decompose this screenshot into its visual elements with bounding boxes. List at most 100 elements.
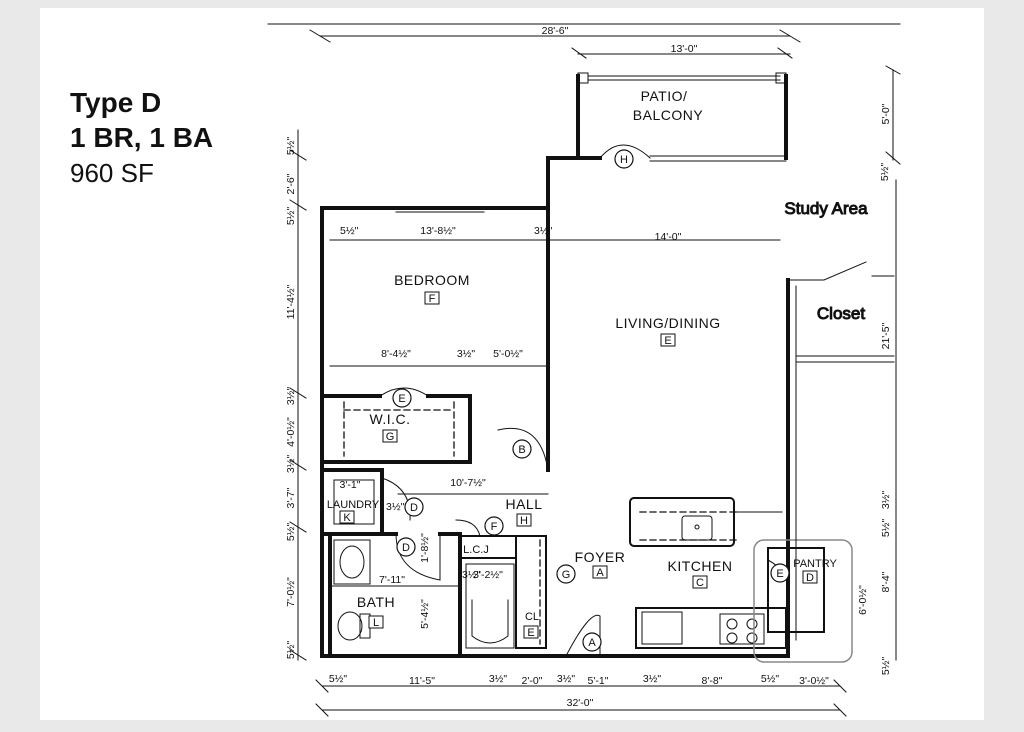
kitchen-label: KITCHEN: [668, 558, 733, 574]
dim-bath-1-8: 1'-8½": [419, 533, 431, 563]
dim-laundry-width: 3'-1": [340, 479, 361, 491]
laundry: 3'-1" 3½" LAUNDRY K D: [320, 468, 424, 532]
dim-bottom-6: 5'-1": [588, 675, 609, 687]
door-tag-lcj: F: [491, 521, 498, 533]
dim-left-5-2b: 5½": [285, 523, 297, 542]
foyer: FOYER A G A: [556, 549, 626, 657]
hall-key: H: [520, 515, 528, 527]
dim-bath-3-2: 3½": [462, 569, 481, 581]
bedroom-door: [497, 427, 549, 471]
bedroom: BEDROOM F 8'-4½" 3½" 5'-0½": [329, 272, 549, 367]
lcj-label: L.C.J: [463, 544, 489, 556]
dim-bath-width: 7'-11": [379, 574, 405, 586]
dim-bed-width: 13'-8½": [420, 225, 456, 237]
dim-left-top-small: 5½": [285, 137, 297, 156]
dim-tub-width: 3'-2½": [473, 569, 503, 581]
door-tag-bedroom: B: [518, 444, 525, 456]
door-tag-bath: D: [402, 542, 410, 554]
dim-overall-top: 28'-6": [542, 25, 569, 37]
patio-balcony: PATIO/ BALCONY H: [546, 72, 788, 169]
wic-key: G: [386, 431, 395, 443]
wic-label: W.I.C.: [369, 411, 410, 427]
unit-area: 960 SF: [70, 158, 154, 188]
coat-closet: CL E: [515, 535, 547, 649]
pantry: E PANTRY D: [753, 539, 853, 663]
unit-title-block: Type D 1 BR, 1 BA 960 SF: [70, 86, 213, 190]
dim-patio-depth: 5'-0": [880, 103, 892, 124]
dim-bottom-4: 2'-0": [522, 675, 543, 687]
dim-bath-depth: 5'-4½": [419, 599, 431, 629]
dim-hall-width: 10'-7½": [450, 477, 486, 489]
dim-bath-height: 7'-0½": [285, 577, 297, 607]
dim-bed-height: 11'-4½": [285, 284, 297, 319]
dim-left-3-2a: 3½": [285, 387, 297, 406]
walk-in-closet: E W.I.C. G: [320, 387, 472, 464]
laundry-label: LAUNDRY: [327, 499, 380, 511]
foyer-label: FOYER: [575, 549, 626, 565]
dim-living-width: 14'-0": [655, 231, 682, 243]
dim-patio-width: 13'-0": [671, 43, 698, 55]
dim-bottom-8: 8'-8": [702, 675, 723, 687]
dim-overall-bottom: 32'-0": [567, 697, 594, 709]
kitchen: KITCHEN C: [629, 497, 787, 649]
dim-right-3-2: 3½": [880, 491, 892, 510]
dim-bed-lower-mid: 3½": [457, 348, 476, 360]
door-tag-patio: [614, 149, 634, 169]
dim-wic-height: 4'-0½": [285, 417, 297, 447]
linen-closet: L.C.J F: [455, 516, 517, 559]
bedroom-key: F: [429, 293, 436, 305]
door-tag-entry: A: [588, 637, 596, 649]
dim-left-2-6: 2'-6": [285, 173, 297, 194]
unit-bed-bath: 1 BR, 1 BA: [70, 122, 214, 153]
dim-laundry-wall: 3½": [386, 501, 405, 513]
foyer-key: A: [596, 567, 604, 579]
door-tag-laundry: D: [410, 502, 418, 514]
bedroom-label: BEDROOM: [394, 272, 470, 288]
kitchen-key: C: [696, 577, 704, 589]
dim-bottom-5: 3½": [557, 673, 576, 685]
bath-label: BATH: [357, 594, 395, 610]
patio-label-1: PATIO/: [641, 88, 688, 104]
dim-right-2-5: 21'-5": [880, 322, 892, 349]
dim-left-5-2: 5½": [285, 207, 297, 226]
dim-bottom-9: 5½": [761, 673, 780, 685]
cl-label: CL: [525, 611, 539, 623]
dim-kitchen-height: 8'-4": [880, 571, 892, 592]
hall-label: HALL: [505, 496, 542, 512]
living-label: LIVING/DINING: [615, 315, 720, 331]
bath: D 1'-8½" 7'-11" 3½" 3'-2½" BATH L 5'-4½": [320, 532, 515, 658]
living-dining: LIVING/DINING E: [615, 315, 720, 347]
dim-left-5-2c: 5½": [285, 641, 297, 660]
dim-left-3-2b: 3½": [285, 455, 297, 474]
dim-bottom-7: 3½": [643, 673, 662, 685]
dim-bottom-10: 3'-0½": [799, 675, 829, 687]
dim-bottom-1: 5½": [329, 673, 348, 685]
living-key: E: [664, 335, 671, 347]
closet-label: Closet: [817, 304, 865, 323]
dim-bed-wall-left: 5½": [340, 225, 359, 237]
door-tag-foyer: G: [562, 569, 571, 581]
pantry-key: D: [806, 572, 814, 584]
door-tag-pantry: E: [776, 568, 783, 580]
cl-key: E: [527, 627, 534, 639]
dim-right-5-2b: 5½": [880, 657, 892, 676]
study-area-label: Study Area: [784, 199, 868, 218]
laundry-key: K: [343, 512, 351, 524]
patio-label-2: BALCONY: [633, 107, 704, 123]
dim-bed-lower-left: 8'-4½": [381, 348, 411, 360]
dim-bed-wall-right: 3½": [534, 225, 553, 237]
pantry-label: PANTRY: [793, 558, 837, 570]
dim-right-5-2a: 5½": [880, 519, 892, 538]
bath-key: L: [373, 617, 379, 629]
dim-top-right-small: 5½": [879, 163, 891, 182]
plan-sheet: [40, 8, 984, 720]
door-tag-patio-text: H: [620, 154, 628, 166]
dim-bed-lower-right: 5'-0½": [493, 348, 523, 360]
dim-bottom-2: 11'-5": [409, 675, 435, 687]
dim-bottom-3: 3½": [489, 673, 508, 685]
exterior-walls: [320, 156, 790, 658]
dim-laundry-height: 3'-7": [285, 487, 297, 508]
unit-type: Type D: [70, 87, 162, 118]
dim-pantry-height: 6'-0½": [857, 585, 869, 615]
